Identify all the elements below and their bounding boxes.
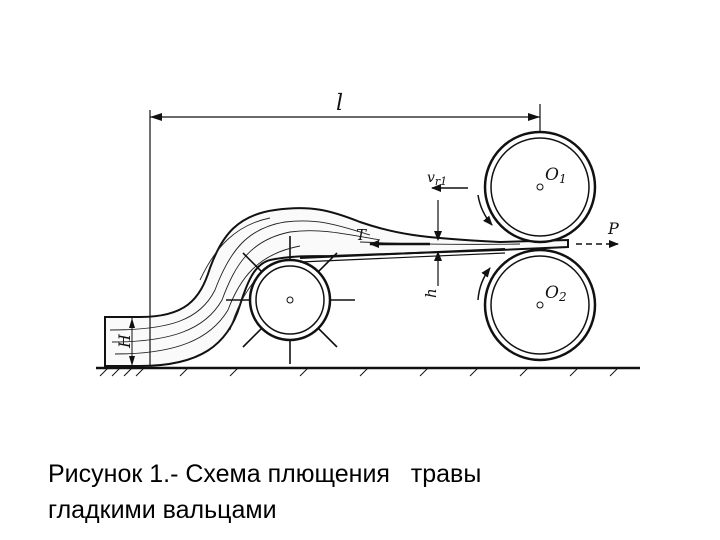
feed-plate (299, 248, 506, 263)
tension-label: T (356, 226, 367, 244)
gap-dimension: h (422, 200, 442, 298)
force-p-label: P (607, 219, 619, 238)
layer-height-dimension: H (115, 318, 135, 366)
tension-arrow: T (356, 226, 430, 248)
velocity-arrow: vr1 (427, 170, 468, 192)
upper-roller: O1 (477, 130, 597, 244)
lower-roller: O2 (477, 248, 597, 362)
caption-line-1: Рисунок 1.- Схема плющения травы (48, 460, 482, 488)
pickup-reel (226, 236, 355, 364)
output-force-arrow: P (576, 219, 619, 248)
caption-line-2: гладкими вальцами (48, 496, 277, 524)
ground (96, 366, 640, 377)
velocity-label: vr1 (427, 170, 447, 188)
figure-caption: Рисунок 1.- Схема плющения травы гладким… (48, 456, 688, 528)
length-label: l (336, 91, 343, 116)
layer-height-label: H (115, 333, 134, 349)
upper-roller-label: O1 (545, 165, 567, 186)
gap-label: h (422, 288, 440, 298)
length-dimension: l (149, 91, 541, 366)
grass-flattening-diagram: l H (96, 91, 640, 377)
lower-roller-label: O2 (545, 283, 567, 304)
